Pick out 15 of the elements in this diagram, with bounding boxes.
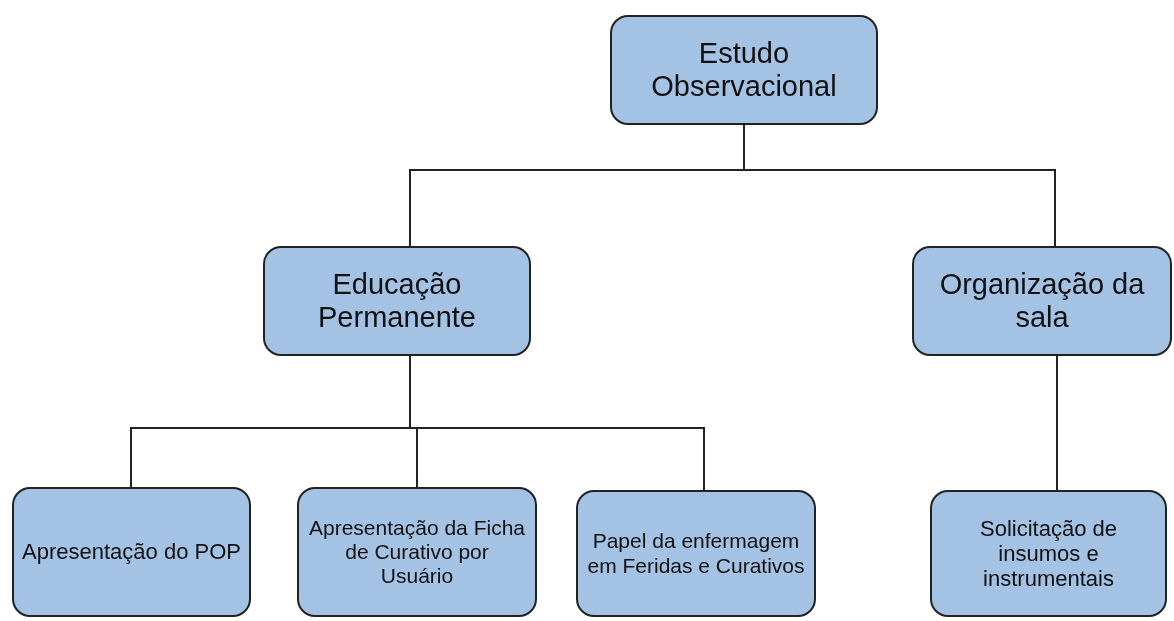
box-label: Papel da enfermagem em Feridas e Curativos <box>586 529 806 578</box>
topic-box <box>12 487 251 617</box>
topic-box <box>912 246 1172 356</box>
connector-line <box>1056 355 1058 491</box>
box-label: Apresentação da Ficha de Curativo por Usuário <box>308 515 526 589</box>
box-label: Solicitação de insumos e instrumentais <box>979 515 1118 592</box>
box-label: Apresentação do POP <box>22 539 241 565</box>
topic-box <box>930 490 1167 617</box>
topic-box <box>297 487 537 617</box>
topic-box <box>610 15 878 125</box>
box-label: Educação Permanente <box>317 267 477 335</box>
box-label: Estudo Observacional <box>650 36 838 104</box>
box-label: Organização da sala <box>938 267 1146 335</box>
topic-box <box>263 246 531 356</box>
topic-box <box>576 490 816 617</box>
